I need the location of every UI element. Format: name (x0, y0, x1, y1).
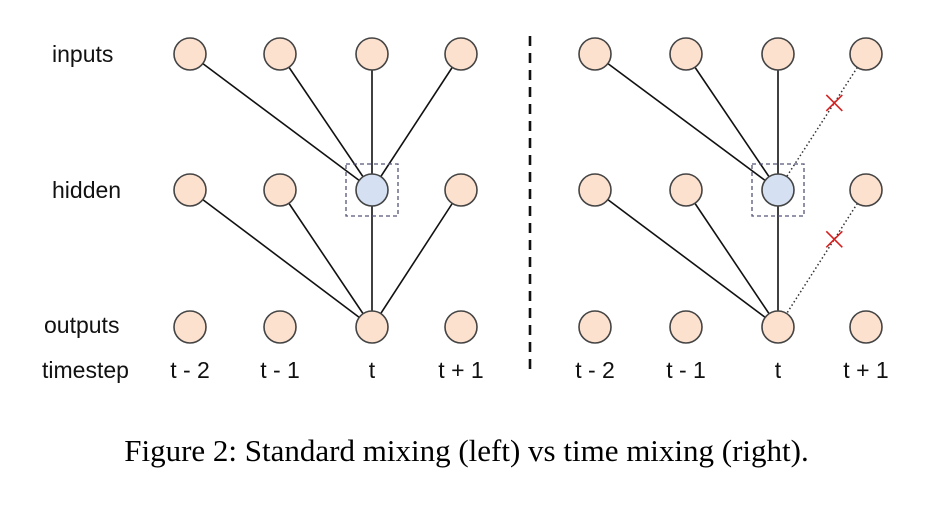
standard-mixing-timestep-label-0: t - 2 (170, 357, 210, 383)
time-mixing-input-node-2 (761, 37, 795, 71)
standard-mixing-edge-hidden-3-to-output (371, 189, 462, 328)
time-mixing-edge-hidden-0-to-output (594, 189, 779, 328)
row-label-inputs: inputs (52, 41, 113, 67)
standard-mixing-focus-box (345, 163, 399, 217)
time-mixing-masked-edge-input_to_hidden-3 (777, 53, 867, 191)
time-mixing-output-node-0 (578, 310, 612, 344)
time-mixing-timestep-label-0: t - 2 (575, 357, 615, 383)
time-mixing-output-node-2 (761, 310, 795, 344)
blocked-cross-icon (825, 230, 843, 248)
time-mixing-timestep-label-3: t + 1 (843, 357, 888, 383)
blocked-cross-icon (825, 94, 843, 112)
standard-mixing-edge-input-1-to-hidden (279, 53, 373, 191)
time-mixing-output-node-1 (669, 310, 703, 344)
row-label-timestep: timestep (42, 357, 129, 383)
time-mixing-edge-input-0-to-hidden (594, 53, 779, 191)
time-mixing-timestep-label-2: t (775, 357, 782, 383)
standard-mixing-output-node-2 (355, 310, 389, 344)
standard-mixing-hidden-node-1 (263, 173, 297, 207)
time-mixing-edge-hidden-1-to-output (685, 189, 779, 328)
figure-caption: Figure 2: Standard mixing (left) vs time… (124, 433, 809, 468)
standard-mixing-timestep-label-3: t + 1 (438, 357, 483, 383)
standard-mixing-hidden-node-2 (355, 173, 389, 207)
standard-mixing-input-node-2 (355, 37, 389, 71)
standard-mixing-output-node-1 (263, 310, 297, 344)
standard-mixing-output-node-0 (173, 310, 207, 344)
standard-mixing-timestep-label-1: t - 1 (260, 357, 300, 383)
standard-mixing-input-node-3 (444, 37, 478, 71)
standard-mixing-hidden-node-0 (173, 173, 207, 207)
row-label-hidden: hidden (52, 177, 121, 203)
standard-mixing-timestep-label-2: t (369, 357, 376, 383)
standard-mixing-hidden-node-3 (444, 173, 478, 207)
standard-mixing-input-node-1 (263, 37, 297, 71)
time-mixing-hidden-node-3 (849, 173, 883, 207)
standard-mixing-edge-hidden-1-to-output (279, 189, 373, 328)
standard-mixing-input-node-0 (173, 37, 207, 71)
time-mixing-edge-input-1-to-hidden (685, 53, 779, 191)
time-mixing-output-node-3 (849, 310, 883, 344)
time-mixing-input-node-3 (849, 37, 883, 71)
standard-mixing-edge-hidden-0-to-output (189, 189, 373, 328)
time-mixing-hidden-node-2 (761, 173, 795, 207)
time-mixing-input-node-0 (578, 37, 612, 71)
time-mixing-masked-edge-hidden_to_output-3 (777, 189, 867, 328)
time-mixing-hidden-node-0 (578, 173, 612, 207)
time-mixing-input-node-1 (669, 37, 703, 71)
time-mixing-hidden-node-1 (669, 173, 703, 207)
standard-mixing-edge-input-0-to-hidden (189, 53, 373, 191)
standard-mixing-edge-input-3-to-hidden (371, 53, 462, 191)
time-mixing-timestep-label-1: t - 1 (666, 357, 706, 383)
time-mixing-focus-box (751, 163, 805, 217)
standard-mixing-output-node-3 (444, 310, 478, 344)
row-label-outputs: outputs (44, 312, 119, 338)
